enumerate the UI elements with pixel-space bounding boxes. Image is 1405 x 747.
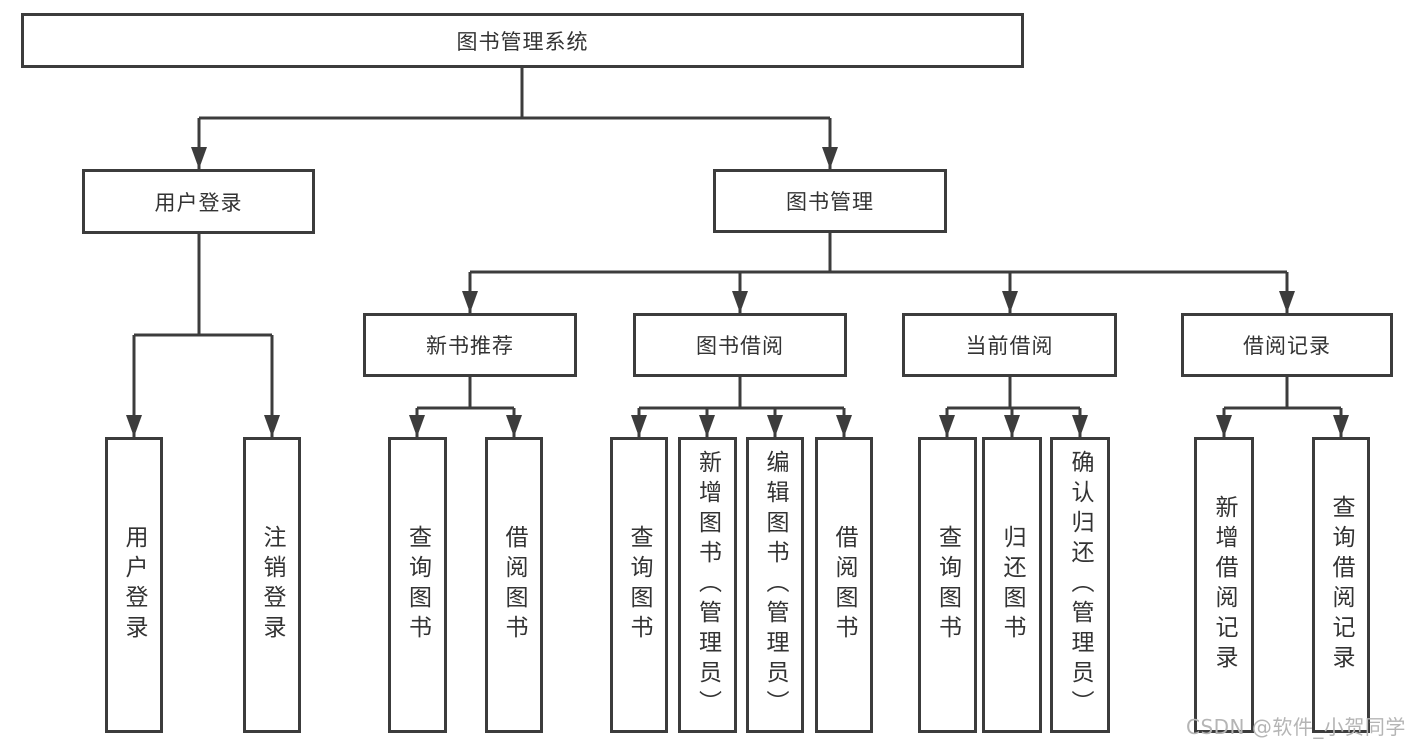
arrowhead-icon <box>1072 415 1088 437</box>
node-leaf-edit-book-admin: 编辑图书（管理员） <box>746 437 804 733</box>
node-label: 图书借阅 <box>696 334 784 358</box>
arrowhead-icon <box>462 291 478 313</box>
node-leaf-query-borrow-record: 查询借阅记录 <box>1312 437 1370 733</box>
node-leaf-borrow-books-2: 借阅图书 <box>815 437 873 733</box>
node-borrow-records: 借阅记录 <box>1181 313 1393 377</box>
node-leaf-add-borrow-record: 新增借阅记录 <box>1194 437 1254 733</box>
node-leaf-query-books-1: 查询图书 <box>388 437 447 733</box>
node-label: 新书推荐 <box>426 334 514 358</box>
node-label: 借阅图书 <box>501 525 527 645</box>
arrowhead-icon <box>767 415 783 437</box>
node-label: 查询借阅记录 <box>1328 495 1354 675</box>
node-label: 归还图书 <box>999 525 1025 645</box>
arrowhead-icon <box>1002 291 1018 313</box>
node-label: 图书管理系统 <box>456 29 589 54</box>
arrowhead-icon <box>631 415 647 437</box>
arrowhead-icon <box>1279 291 1295 313</box>
node-root: 图书管理系统 <box>21 13 1024 68</box>
node-leaf-logout: 注销登录 <box>243 437 301 733</box>
node-label: 用户登录 <box>154 190 243 215</box>
arrowhead-icon <box>1004 415 1020 437</box>
node-leaf-add-book-admin: 新增图书（管理员） <box>678 437 737 733</box>
node-label: 查询图书 <box>626 525 652 645</box>
arrowhead-icon <box>836 415 852 437</box>
arrowhead-icon <box>1216 415 1232 437</box>
node-leaf-user-login: 用户登录 <box>105 437 163 733</box>
node-label: 查询图书 <box>404 525 431 645</box>
node-leaf-query-books-3: 查询图书 <box>918 437 977 733</box>
node-label: 注销登录 <box>259 525 285 645</box>
node-user-login: 用户登录 <box>82 169 315 234</box>
node-label: 用户登录 <box>121 525 147 645</box>
arrowhead-icon <box>506 415 522 437</box>
arrowhead-icon <box>191 147 207 169</box>
node-label: 借阅记录 <box>1243 334 1331 358</box>
node-current-borrow: 当前借阅 <box>902 313 1117 377</box>
node-new-book-recommend: 新书推荐 <box>363 313 577 377</box>
node-label: 新增图书（管理员） <box>694 450 721 720</box>
node-book-borrow: 图书借阅 <box>633 313 847 377</box>
arrowhead-icon <box>732 291 748 313</box>
node-label: 确认归还（管理员） <box>1067 450 1093 720</box>
arrowhead-icon <box>699 415 715 437</box>
arrowhead-icon <box>822 147 838 169</box>
arrowhead-icon <box>1333 415 1349 437</box>
node-label: 当前借阅 <box>965 334 1054 358</box>
node-label: 编辑图书（管理员） <box>762 450 788 720</box>
arrowhead-icon <box>409 415 425 437</box>
arrowhead-icon <box>264 415 280 437</box>
arrowhead-icon <box>126 415 142 437</box>
node-label: 借阅图书 <box>831 525 857 645</box>
node-label: 查询图书 <box>934 525 961 645</box>
node-leaf-return-book: 归还图书 <box>982 437 1042 733</box>
node-leaf-query-books-2: 查询图书 <box>610 437 668 733</box>
node-label: 图书管理 <box>786 190 874 214</box>
node-leaf-borrow-books-1: 借阅图书 <box>485 437 543 733</box>
node-label: 新增借阅记录 <box>1211 495 1237 675</box>
connector-path <box>132 68 1343 437</box>
node-leaf-confirm-return-admin: 确认归还（管理员） <box>1050 437 1110 733</box>
node-book-management: 图书管理 <box>713 169 947 233</box>
arrowhead-icon <box>939 415 955 437</box>
watermark: CSDN @软件_小贺同学 <box>1186 715 1405 739</box>
